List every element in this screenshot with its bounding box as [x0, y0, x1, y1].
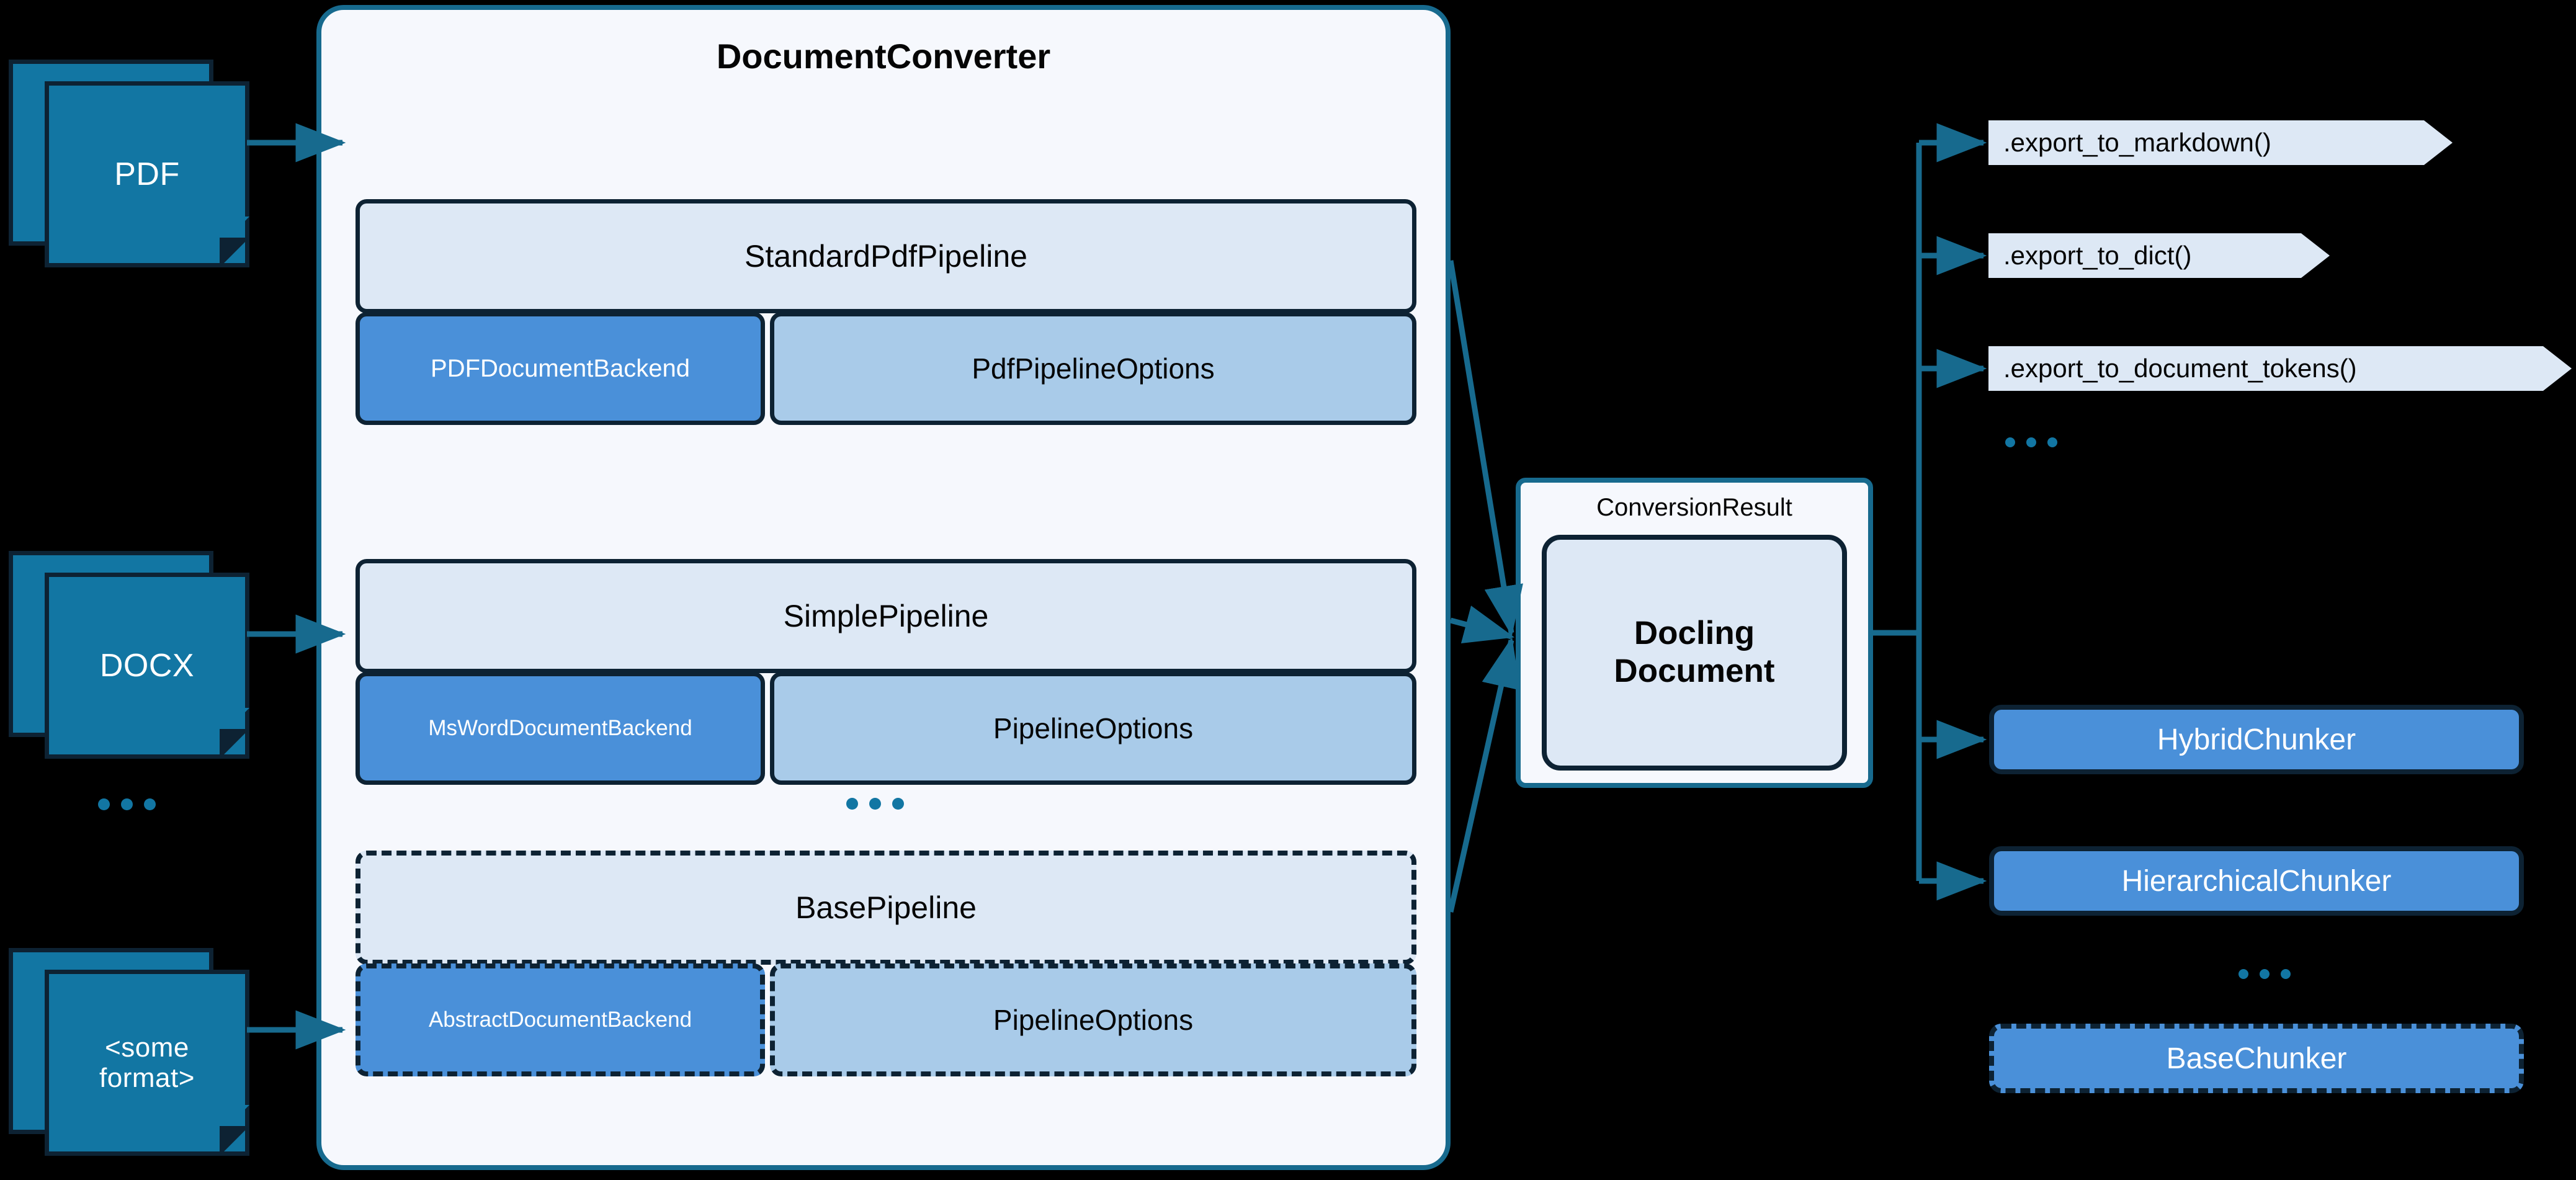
docling-document-label: Docling Document	[1614, 615, 1775, 689]
input-doc-label: PDF	[114, 156, 180, 192]
pipeline-group-simple[interactable]: SimplePipeline MsWordDocumentBackend Pip…	[356, 559, 1416, 785]
pipeline-options-box: PipelineOptions	[770, 963, 1416, 1076]
page-fold-icon	[220, 1105, 249, 1156]
pipeline-header: BasePipeline	[356, 851, 1416, 965]
pipeline-backend-box: PDFDocumentBackend	[356, 312, 765, 425]
wire-standardpdf-to-result	[1447, 260, 1523, 637]
hierarchical-chunker-box[interactable]: HierarchicalChunker	[1989, 846, 2524, 916]
page-fold-icon	[220, 217, 249, 267]
input-doc-some-format[interactable]: <some format>	[9, 948, 254, 1160]
pipeline-options-box: PipelineOptions	[770, 672, 1416, 785]
page-title: DocumentConverter	[716, 37, 1051, 76]
input-ellipsis	[98, 798, 156, 810]
pipeline-group-standard-pdf[interactable]: StandardPdfPipeline PDFDocumentBackend P…	[356, 199, 1416, 425]
input-doc-docx[interactable]: DOCX	[9, 551, 254, 763]
base-chunker-box[interactable]: BaseChunker	[1989, 1024, 2524, 1093]
wire-base-to-result	[1447, 637, 1521, 913]
page-fold-icon	[220, 708, 249, 759]
doc-front-sheet: DOCX	[45, 573, 249, 759]
doc-front-sheet: PDF	[45, 81, 249, 267]
pipeline-group-base[interactable]: BasePipeline AbstractDocumentBackend Pip…	[356, 851, 1416, 1076]
wire-simple-to-result	[1449, 606, 1515, 644]
pipeline-ellipsis	[846, 798, 904, 810]
export-to-document-tokens-label[interactable]: .export_to_document_tokens()	[1988, 346, 2572, 391]
pipeline-backend-box: MsWordDocumentBackend	[356, 672, 765, 785]
pipeline-backend-box: AbstractDocumentBackend	[356, 963, 765, 1076]
input-doc-label: DOCX	[99, 647, 195, 684]
export-to-markdown-label[interactable]: .export_to_markdown()	[1988, 120, 2453, 165]
pipeline-header: SimplePipeline	[356, 559, 1416, 673]
hybrid-chunker-box[interactable]: HybridChunker	[1989, 705, 2524, 774]
document-converter-panel: DocumentConverter StandardPdfPipeline PD…	[316, 5, 1451, 1170]
pipeline-options-box: PdfPipelineOptions	[770, 312, 1416, 425]
exports-ellipsis	[2005, 437, 2057, 447]
conversion-result-box: ConversionResult Docling Document	[1516, 478, 1873, 788]
pipeline-header: StandardPdfPipeline	[356, 199, 1416, 313]
chunkers-ellipsis	[2238, 969, 2291, 979]
export-to-dict-label[interactable]: .export_to_dict()	[1988, 233, 2330, 278]
conversion-result-label: ConversionResult	[1596, 494, 1792, 521]
docling-document-box[interactable]: Docling Document	[1542, 535, 1847, 771]
input-doc-pdf[interactable]: PDF	[9, 60, 254, 272]
doc-front-sheet: <some format>	[45, 970, 249, 1156]
input-doc-label: <some format>	[99, 1032, 195, 1093]
